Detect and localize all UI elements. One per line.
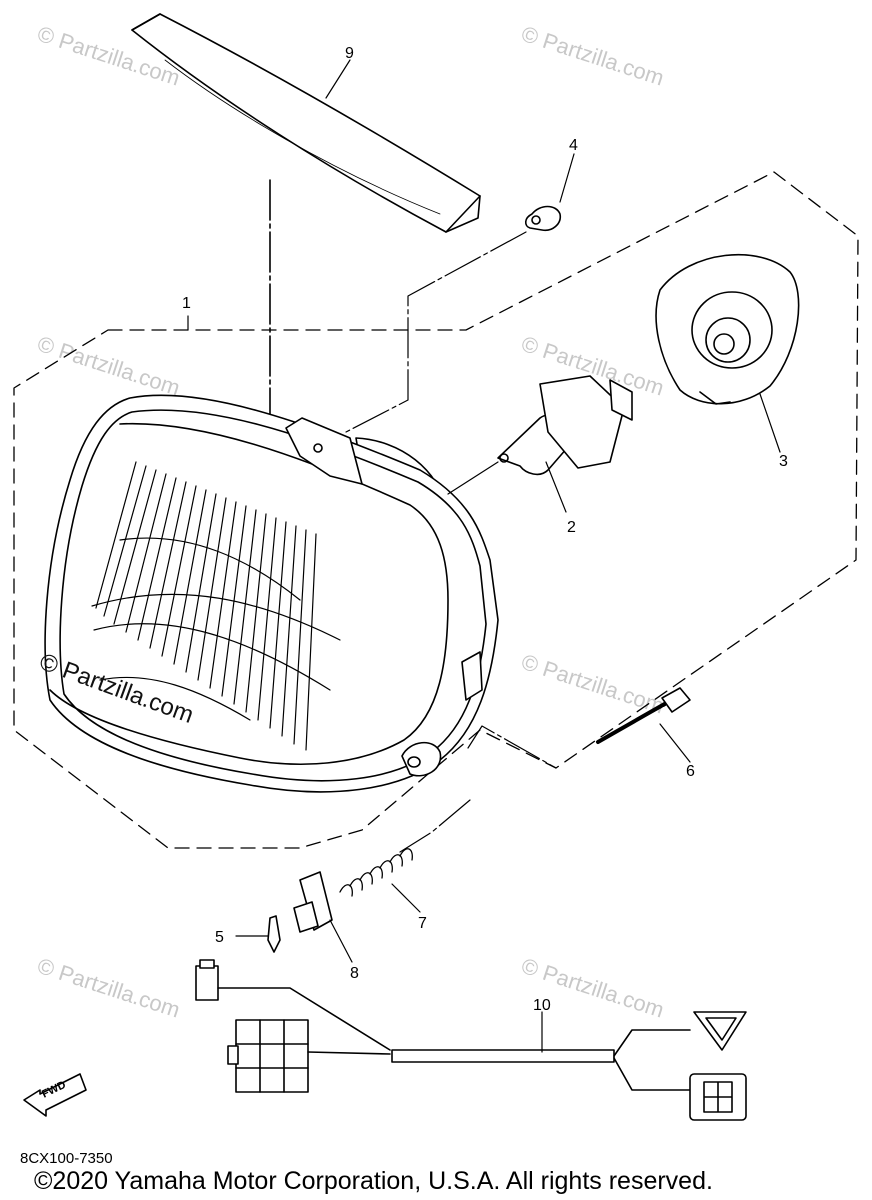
watermark: © Partzilla.com xyxy=(518,649,667,719)
part-5-clip xyxy=(267,915,281,953)
part-3-dust-cover xyxy=(655,253,800,405)
callout-1: 1 xyxy=(182,295,191,312)
fwd-arrow-icon xyxy=(23,1073,87,1117)
part-4-grommet xyxy=(524,205,562,232)
callout-5: 5 xyxy=(215,929,224,946)
callout-8: 8 xyxy=(350,965,359,982)
part-6-adjust-screw xyxy=(596,687,691,744)
callout-10: 10 xyxy=(533,997,551,1014)
part-7-spring xyxy=(339,848,413,897)
callout-3: 3 xyxy=(779,453,788,470)
watermark: © Partzilla.com xyxy=(518,21,667,91)
callout-4: 4 xyxy=(569,137,578,154)
watermark: © Partzilla.com xyxy=(34,953,183,1023)
part-8-bracket xyxy=(293,871,333,933)
watermark: © Partzilla.com xyxy=(34,331,183,401)
diagram-code: 8CX100-7350 xyxy=(20,1150,113,1167)
copyright-notice: ©2020 Yamaha Motor Corporation, U.S.A. A… xyxy=(34,1167,713,1195)
callout-7: 7 xyxy=(418,915,427,932)
callout-2: 2 xyxy=(567,519,576,536)
callout-6: 6 xyxy=(686,763,695,780)
part-9-cover xyxy=(131,13,481,233)
part-1-headlight-unit xyxy=(44,394,499,793)
callout-9: 9 xyxy=(345,45,354,62)
part-2-bulb xyxy=(497,375,633,476)
part-10-wire-harness xyxy=(195,959,747,1121)
